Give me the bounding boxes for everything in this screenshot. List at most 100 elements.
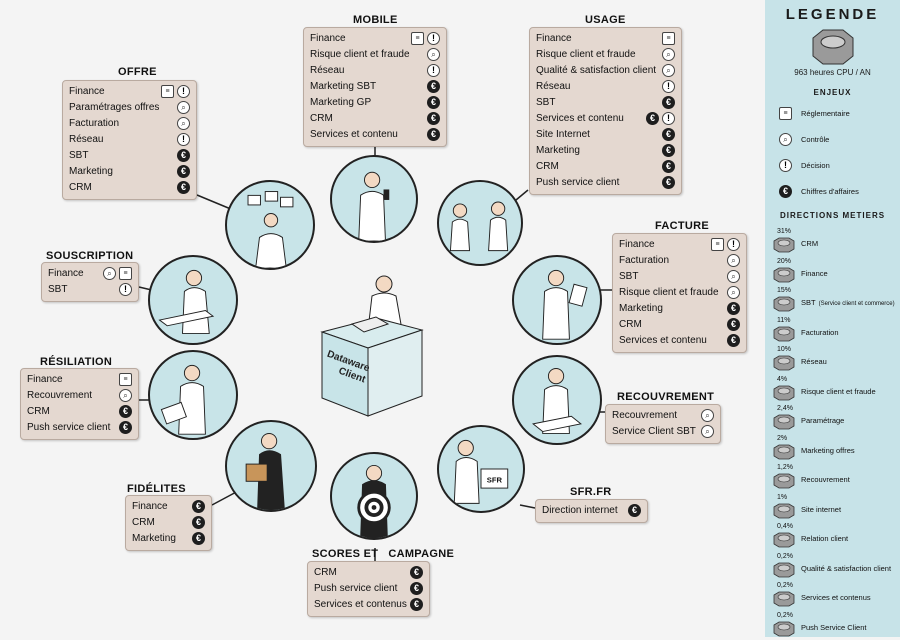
enjeu-item: !Décision [771,156,899,178]
row-icons: ≡! [411,32,440,45]
resiliation-illustration [148,350,238,440]
search-icon: ⌕ [427,48,440,61]
recouvrement-title: RECOUVREMENT [617,391,715,403]
box-row: Risque client et fraude⌕ [536,47,675,63]
direction-item: 0,2%Services et contenus [771,582,899,610]
search-icon: ⌕ [701,409,714,422]
euro-icon: € [410,582,423,595]
row-icons: ⌕ [662,64,675,77]
euro-icon: € [192,500,205,513]
direction-label: Push Service Client [801,623,866,632]
resiliation-title: RÉSILIATION [40,356,113,368]
row-label: Finance [27,374,63,385]
enjeu-label: Réglementaire [801,109,850,118]
souscription-title: SOUSCRIPTION [46,250,134,262]
row-label: CRM [310,113,333,124]
row-icons: ⌕ [177,117,190,130]
direction-item: 0,4%Relation client [771,523,899,551]
row-label: Risque client et fraude [536,49,636,60]
box-row: Marketing€ [69,164,190,180]
direction-label-text: Réseau [801,357,827,366]
box-row: SBT! [48,282,132,298]
row-icons: € [192,500,205,513]
offre-illustration [225,180,315,270]
row-icons: € [177,149,190,162]
row-icons: € [177,181,190,194]
box-row: CRM € [69,180,190,196]
box-row: CRM€ [536,159,675,175]
direction-nut-icon [773,237,795,253]
direction-item: 1,2% Recouvrement [771,464,899,492]
box-row: Finance≡ [27,372,132,388]
row-label: Marketing GP [310,97,372,108]
direction-pct: 1,2% [777,464,793,471]
direction-nut-icon [773,385,795,400]
row-label: Services et contenus [314,599,407,610]
row-icons: € [427,80,440,93]
euro-icon: € [662,128,675,141]
euro-icon: € [727,334,740,347]
decision-icon: ! [427,32,440,45]
direction-label-text: Services et contenus [801,593,871,602]
box-row: Finance€ [132,499,205,515]
direction-label-text: Recouvrement [801,475,850,484]
box-row: Marketing SBT€ [310,79,440,95]
box-row: Facturation ⌕ [69,116,190,132]
box-row: Recouvrement⌕ [27,388,132,404]
row-label: Direction internet [542,505,618,516]
row-label: Finance [310,33,346,44]
legend-panel: LEGENDE 963 heures CPU / AN ENJEUX ≡Régl… [765,0,900,637]
row-icons: ⌕ [427,48,440,61]
row-label: Finance [48,268,84,279]
direction-item: 4%Risque client et fraude [771,376,899,404]
row-label: Risque client et fraude [310,49,410,60]
direction-pct: 11% [777,316,791,324]
direction-item: 10%Réseau [771,346,899,374]
row-icons: € [410,598,423,611]
row-label: Facturation [69,118,120,129]
box-row: Réseau! [310,63,440,79]
doc-icon: ≡ [662,32,675,45]
euro-icon: € [779,185,792,198]
direction-label: Recouvrement [801,475,850,484]
row-label: Push service client [536,177,620,188]
direction-nut-icon [773,444,795,459]
row-label: Marketing [69,166,113,177]
decision-icon: ! [727,238,740,251]
decision-icon: ! [177,85,190,98]
box-row: Paramétrages offres⌕ [69,100,190,116]
mobile-illustration [330,155,418,243]
euro-icon: € [727,318,740,331]
direction-pct: 31% [777,228,792,235]
euro-icon: € [177,149,190,162]
direction-label: CRM [801,239,818,248]
euro-icon: € [646,112,659,125]
doc-icon: ≡ [119,267,132,280]
direction-pct: 0,2% [777,552,793,560]
direction-label: Risque client et fraude [801,387,876,396]
box-row: Finance≡! [619,237,740,253]
direction-item: 31% CRM [771,228,899,256]
row-label: Réseau [310,65,345,76]
row-icons: € [410,566,423,579]
facture-box: Finance≡!Facturation⌕SBT⌕Risque client e… [612,233,747,353]
box-row: Push service client€ [27,420,132,436]
enjeu-label: Décision [801,161,830,170]
direction-note: (Service client et commerce) [818,301,895,307]
direction-label-text: Relation client [801,534,849,543]
row-icons: € [192,516,205,529]
search-icon: ⌕ [103,267,116,280]
row-icons: ≡! [711,238,740,251]
euro-icon: € [662,144,675,157]
enjeu-item: ≡Réglementaire [771,104,899,126]
offre-box: Finance≡!Paramétrages offres⌕Facturation… [62,80,197,200]
search-icon: ⌕ [177,117,190,130]
direction-label-text: Finance [801,268,828,278]
euro-icon: € [119,405,132,418]
legend-title: LEGENDE [785,6,880,23]
box-row: CRM€ [314,565,423,581]
row-label: Risque client et fraude [619,287,719,298]
row-label: Marketing [132,533,176,544]
row-label: CRM [69,182,92,193]
direction-pct: 2,4% [777,405,793,412]
